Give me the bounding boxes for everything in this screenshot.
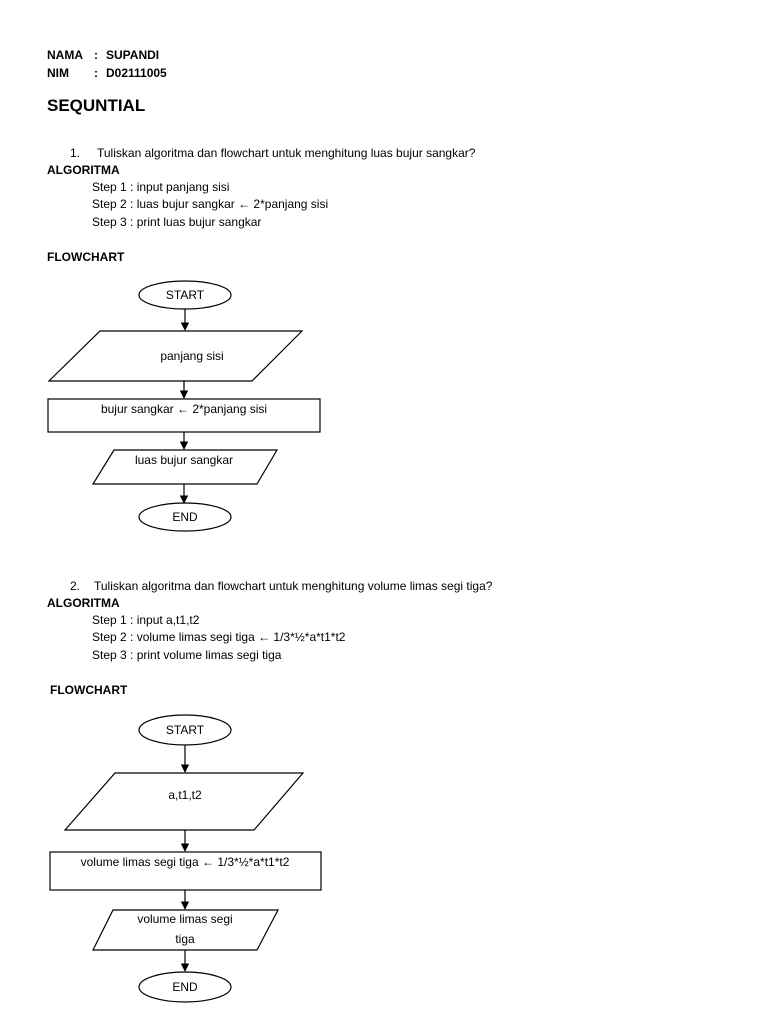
problem-1-step-2: Step 2 : luas bujur sangkar ← 2*panjang … xyxy=(92,197,329,211)
nama-label: NAMA xyxy=(47,48,83,62)
problem-1-step-3: Step 3 : print luas bujur sangkar xyxy=(92,215,262,229)
problem-1-number: 1. xyxy=(70,146,81,160)
fc1-input-label: panjang sisi xyxy=(160,349,223,363)
nama-separator: : xyxy=(94,48,98,62)
problem-2-flowchart-label: FLOWCHART xyxy=(50,683,128,697)
fc2-process-box xyxy=(49,851,322,891)
problem-2-algorithm-label: ALGORITMA xyxy=(47,596,120,610)
problem-1-algorithm-label: ALGORITMA xyxy=(47,163,120,177)
problem-2-step-2: Step 2 : volume limas segi tiga ← 1/3*½*… xyxy=(92,630,346,644)
fc1-end-terminator xyxy=(138,502,232,532)
problem-2-question: Tuliskan algoritma dan flowchart untuk m… xyxy=(94,579,493,593)
fc2-input-parallelogram xyxy=(63,772,305,831)
fc1-input-parallelogram xyxy=(47,330,304,382)
nim-value: D02111005 xyxy=(106,66,167,80)
fc2-output-label-line-2: tiga xyxy=(175,932,195,946)
fc1-output-label: luas bujur sangkar xyxy=(135,453,233,467)
fc2-start-label: START xyxy=(166,723,205,737)
fc2-output-label-line-1: volume limas segi xyxy=(137,912,232,926)
fc2-process-label: volume limas segi tiga ← 1/3*½*a*t1*t2 xyxy=(81,855,290,869)
fc2-end-terminator xyxy=(138,971,232,1003)
problem-2-step-1: Step 1 : input a,t1,t2 xyxy=(92,613,200,627)
problem-2-step-3: Step 3 : print volume limas segi tiga xyxy=(92,648,282,662)
flowchart-2: START a,t1,t2 volume limas segi tiga ← 1… xyxy=(49,714,322,1003)
nim-label: NIM xyxy=(47,66,69,80)
fc1-process-label: bujur sangkar ← 2*panjang sisi xyxy=(101,402,267,416)
fc1-output-parallelogram xyxy=(91,449,279,485)
problem-1-flowchart-label: FLOWCHART xyxy=(47,250,125,264)
nama-value: SUPANDI xyxy=(106,48,160,62)
fc2-input-label: a,t1,t2 xyxy=(168,788,202,802)
page-title: SEQUNTIAL xyxy=(47,96,146,115)
problem-1-step-1: Step 1 : input panjang sisi xyxy=(92,180,230,194)
flowchart-1: START panjang sisi bujur sangkar ← 2*pan… xyxy=(47,280,321,532)
nim-separator: : xyxy=(94,66,98,80)
fc1-end-label: END xyxy=(172,510,198,524)
fc2-output-parallelogram xyxy=(92,909,279,951)
fc2-end-label: END xyxy=(172,980,198,994)
fc1-process-box xyxy=(47,398,321,433)
fc1-start-label: START xyxy=(166,288,205,302)
problem-2-number: 2. xyxy=(70,579,81,593)
problem-1-question: Tuliskan algoritma dan flowchart untuk m… xyxy=(97,146,476,160)
